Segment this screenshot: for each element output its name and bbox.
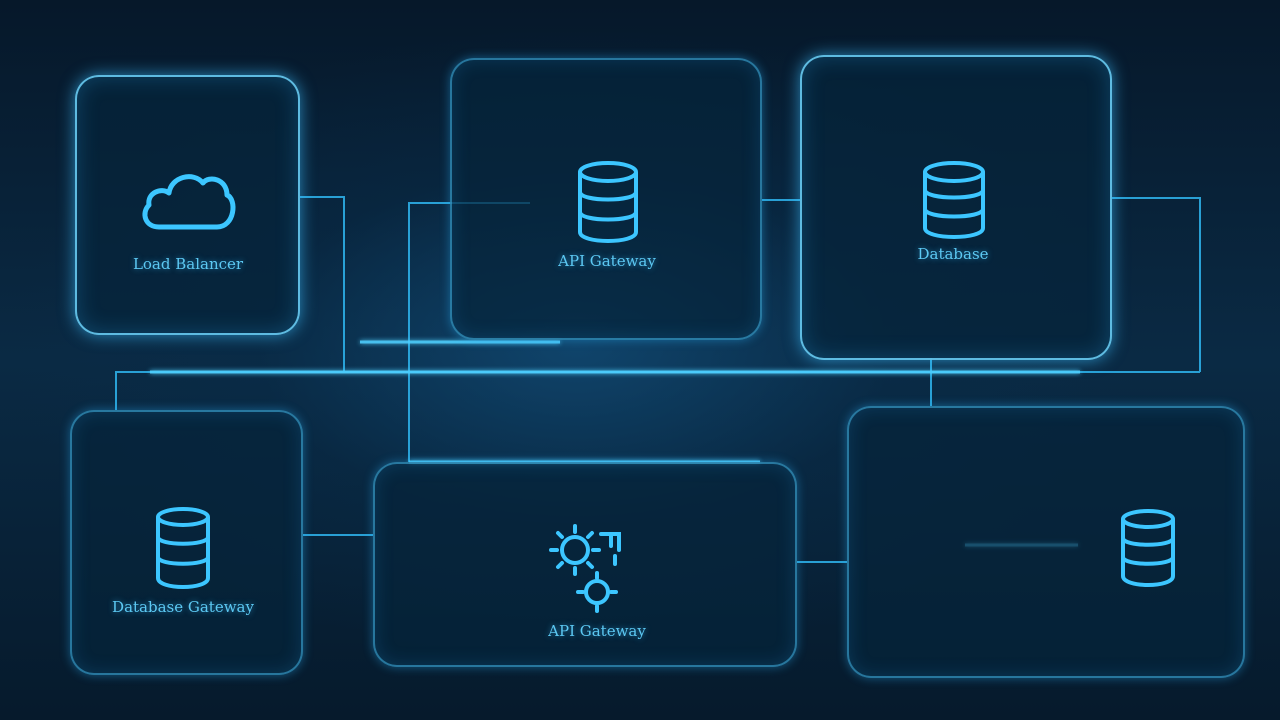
database-gateway-node[interactable]: Database Gateway bbox=[70, 410, 303, 675]
node-label: Database bbox=[917, 245, 989, 263]
database-icon bbox=[578, 161, 638, 243]
node-label: API Gateway bbox=[548, 622, 646, 640]
database-icon bbox=[1121, 509, 1175, 587]
database-icon bbox=[156, 507, 210, 589]
connector-line bbox=[1112, 197, 1201, 372]
node-label: API Gateway bbox=[558, 252, 656, 270]
api-gateway-node[interactable]: API Gateway bbox=[450, 58, 762, 340]
api-gateway-service-node[interactable]: API Gateway bbox=[373, 462, 797, 667]
database-node[interactable]: Database bbox=[800, 55, 1112, 360]
storage-node[interactable] bbox=[847, 406, 1245, 678]
connector-line bbox=[115, 371, 1200, 410]
node-label: Load Balancer bbox=[132, 255, 244, 273]
node-label: Database Gateway bbox=[112, 598, 254, 616]
database-icon bbox=[923, 161, 985, 239]
gears-icon bbox=[549, 524, 621, 613]
connector-line bbox=[300, 196, 345, 372]
load-balancer-node[interactable]: Load Balancer bbox=[75, 75, 300, 335]
cloud-icon bbox=[142, 174, 236, 230]
